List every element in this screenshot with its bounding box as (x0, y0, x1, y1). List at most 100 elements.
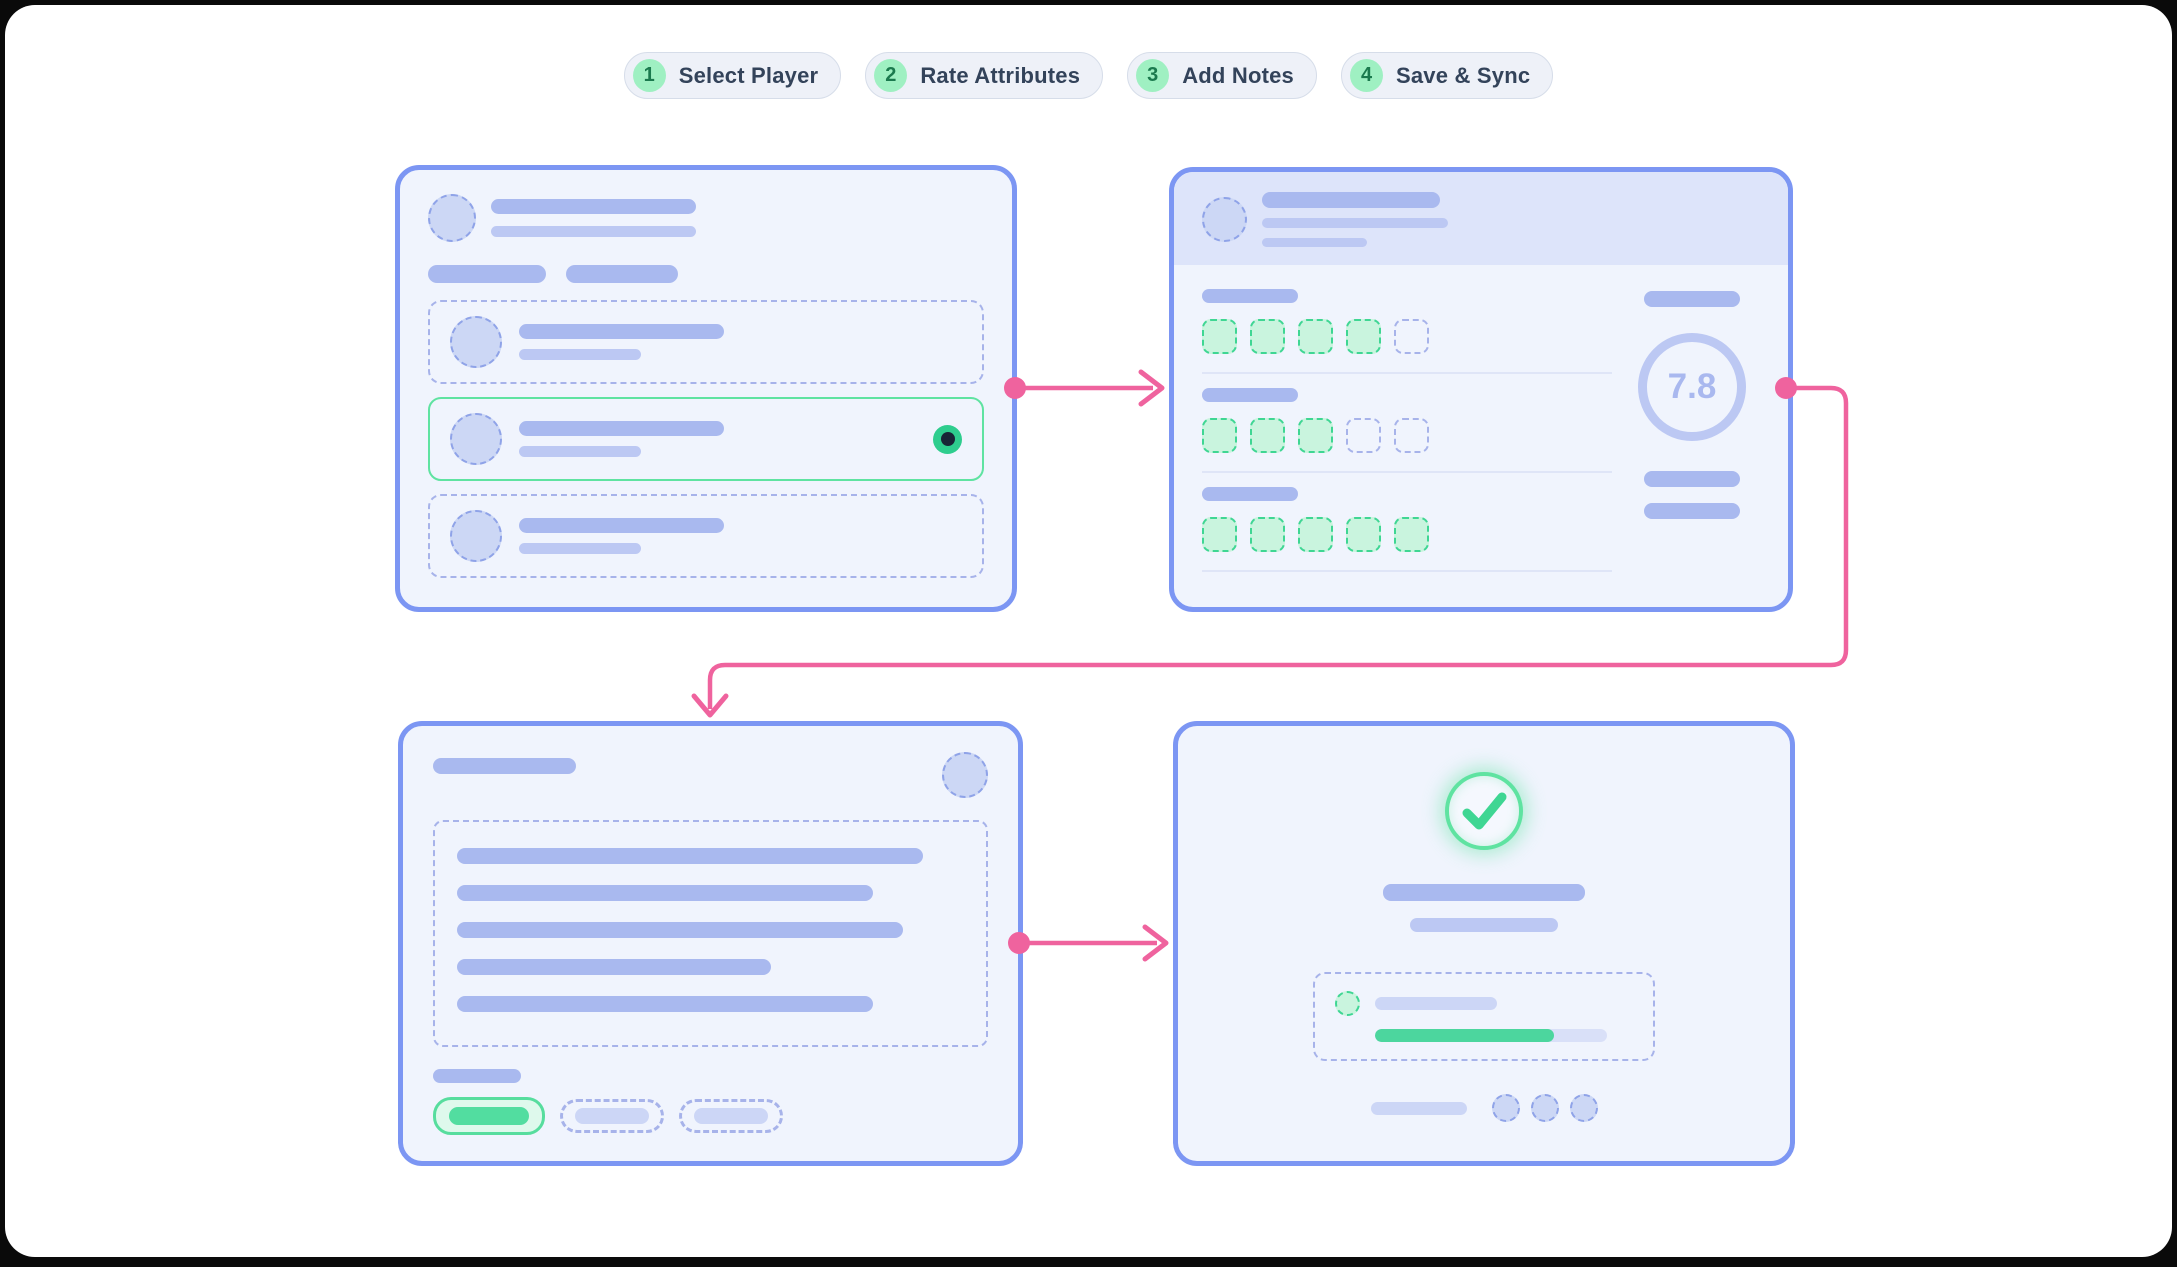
secondary-button[interactable] (560, 1099, 664, 1133)
filter-chip[interactable] (566, 265, 678, 283)
footer-label-skeleton (1370, 1101, 1467, 1115)
rating-box[interactable] (1202, 319, 1237, 354)
avatar-placeholder (450, 316, 502, 368)
avatar-placeholder (428, 194, 476, 242)
avatar-placeholder (942, 752, 988, 798)
step-label: Save & Sync (1396, 62, 1531, 88)
secondary-button[interactable] (679, 1099, 783, 1133)
sync-progress-bar (1375, 1029, 1607, 1042)
name-skeleton (519, 421, 724, 436)
score-value: 7.8 (1667, 367, 1717, 406)
actions-label-skeleton (433, 1069, 521, 1083)
notes-header (433, 752, 988, 798)
success-title-skeleton (1383, 884, 1585, 901)
rating-box[interactable] (1346, 517, 1381, 552)
title-skeleton (491, 199, 696, 214)
radio-selected[interactable] (933, 424, 962, 454)
divider (1202, 471, 1612, 473)
step-number: 3 (1136, 59, 1170, 92)
player-row-selected[interactable] (428, 397, 984, 481)
attribute-ratings (1202, 289, 1612, 597)
divider (1202, 372, 1612, 374)
flow-connectors (691, 369, 1849, 962)
avatar-placeholder (1202, 197, 1247, 242)
sync-footer (1370, 1094, 1598, 1122)
attribute-label-skeleton (1202, 289, 1298, 303)
avatar-placeholder (1530, 1094, 1559, 1122)
step-number: 2 (874, 59, 908, 92)
step-badge-select-player[interactable]: 1 Select Player (623, 52, 842, 99)
filter-chip[interactable] (428, 265, 546, 283)
success-check-icon (1445, 772, 1523, 850)
note-line-skeleton (457, 959, 772, 975)
panel-select-player (395, 165, 1017, 612)
divider (1202, 570, 1612, 572)
note-line-skeleton (457, 848, 924, 864)
note-line-skeleton (457, 885, 873, 901)
avatar-placeholder (1491, 1094, 1520, 1122)
button-label-skeleton (449, 1107, 529, 1125)
steps-legend: 1 Select Player 2 Rate Attributes 3 Add … (5, 52, 2172, 99)
rating-box[interactable] (1394, 319, 1429, 354)
note-line-skeleton (457, 922, 904, 938)
rating-box[interactable] (1250, 517, 1285, 552)
step-number: 1 (632, 59, 666, 92)
step-label: Add Notes (1182, 62, 1294, 88)
avatar-placeholder (450, 413, 502, 465)
button-label-skeleton (575, 1108, 649, 1124)
panel-rate-attributes: 7.8 (1169, 167, 1793, 612)
name-skeleton (519, 324, 724, 339)
meta-skeleton (1262, 238, 1367, 247)
rating-box[interactable] (1346, 418, 1381, 453)
filter-chips (428, 265, 984, 283)
rating-box[interactable] (1250, 319, 1285, 354)
primary-button[interactable] (433, 1097, 545, 1135)
arrowhead-right-icon (1138, 369, 1165, 407)
panel-add-notes (398, 721, 1023, 1166)
player-row[interactable] (428, 300, 984, 384)
rating-box[interactable] (1298, 418, 1333, 453)
step-badge-add-notes[interactable]: 3 Add Notes (1127, 52, 1317, 99)
meta-skeleton (519, 349, 641, 360)
panel-save-sync (1173, 721, 1795, 1166)
success-subtitle-skeleton (1410, 918, 1558, 932)
rating-box[interactable] (1298, 319, 1333, 354)
name-skeleton (519, 518, 724, 533)
overall-score: 7.8 (1622, 289, 1762, 597)
sync-progress-fill (1375, 1029, 1554, 1042)
score-meta-skeleton (1644, 471, 1740, 487)
rating-box[interactable] (1202, 517, 1237, 552)
player-card-header (1174, 172, 1788, 265)
player-list-header (428, 194, 984, 242)
step-label: Select Player (678, 62, 819, 88)
rating-box[interactable] (1250, 418, 1285, 453)
step-badge-save-sync[interactable]: 4 Save & Sync (1341, 52, 1554, 99)
rating-box[interactable] (1346, 319, 1381, 354)
button-label-skeleton (694, 1108, 768, 1124)
rating-box[interactable] (1298, 517, 1333, 552)
sync-status-box (1313, 972, 1655, 1061)
notes-textarea[interactable] (433, 820, 988, 1047)
rating-box[interactable] (1394, 517, 1429, 552)
meta-skeleton (519, 543, 641, 554)
rating-box[interactable] (1394, 418, 1429, 453)
player-row[interactable] (428, 494, 984, 578)
rating-row (1202, 418, 1612, 453)
sync-spinner-icon (1335, 991, 1360, 1016)
rating-row (1202, 319, 1612, 354)
app-window: 1 Select Player 2 Rate Attributes 3 Add … (5, 5, 2172, 1257)
rating-row (1202, 517, 1612, 552)
step-badge-rate-attributes[interactable]: 2 Rate Attributes (865, 52, 1104, 99)
subtitle-skeleton (491, 226, 696, 237)
score-label-skeleton (1644, 291, 1740, 307)
radio-dot (940, 432, 955, 446)
score-circle: 7.8 (1638, 333, 1746, 441)
step-number: 4 (1350, 59, 1383, 92)
meta-skeleton (519, 446, 641, 457)
notes-title-skeleton (433, 758, 576, 774)
avatar-placeholder (450, 510, 502, 562)
avatar-placeholder (1569, 1094, 1598, 1122)
note-line-skeleton (457, 996, 873, 1012)
step-label: Rate Attributes (920, 62, 1081, 88)
rating-box[interactable] (1202, 418, 1237, 453)
